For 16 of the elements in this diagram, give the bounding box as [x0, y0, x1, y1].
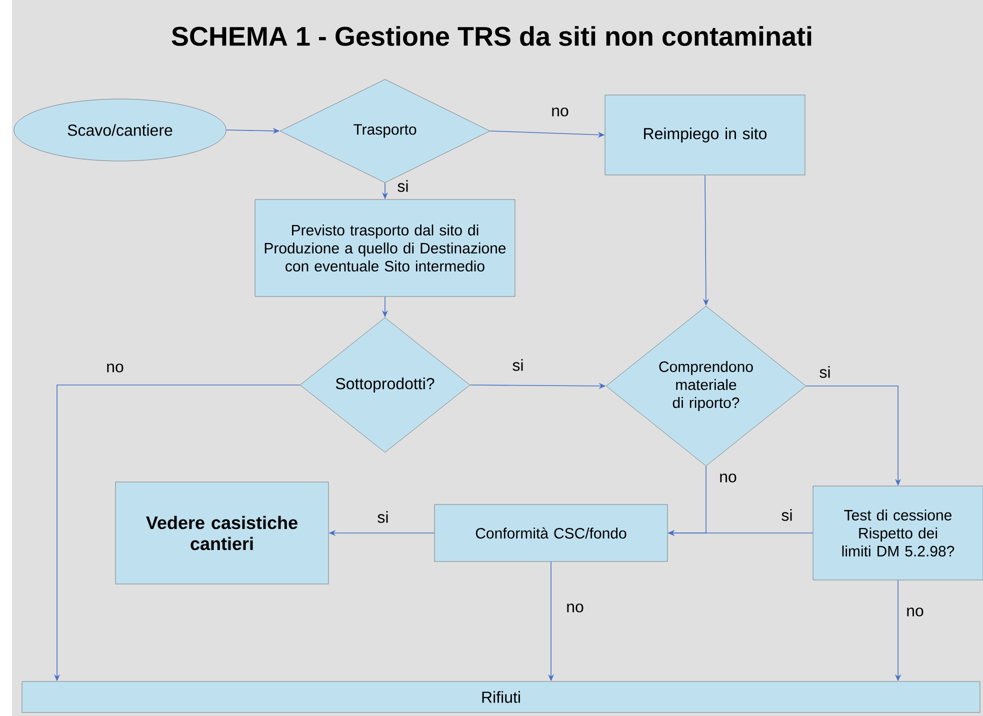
process-box: Conformità CSC/fondo	[434, 504, 668, 562]
edge-label: no	[550, 106, 570, 118]
process-box: Vedere casistiche cantieri	[115, 482, 329, 584]
process-box: Reimpiego in sito	[604, 94, 806, 176]
edge-label: si	[511, 358, 525, 372]
edge-label: si	[818, 365, 832, 379]
edge-label: no	[105, 362, 125, 374]
edge-label: no	[718, 472, 738, 484]
process-box: Rifiuti	[22, 681, 980, 713]
edge-label: no	[565, 602, 585, 614]
edge-label: si	[376, 510, 390, 524]
edge-label: no	[905, 606, 925, 618]
title: SCHEMA 1 - Gestione TRS da siti non contaminati	[172, 26, 812, 46]
process-box: Test di cessione Rispetto dei limiti DM 5.2.98?	[812, 486, 983, 580]
process-box: Previsto trasporto dal sito di Produzione a quello di Destinazione con eventuale Sito intermedio	[254, 199, 516, 297]
edge-label: si	[780, 508, 794, 522]
